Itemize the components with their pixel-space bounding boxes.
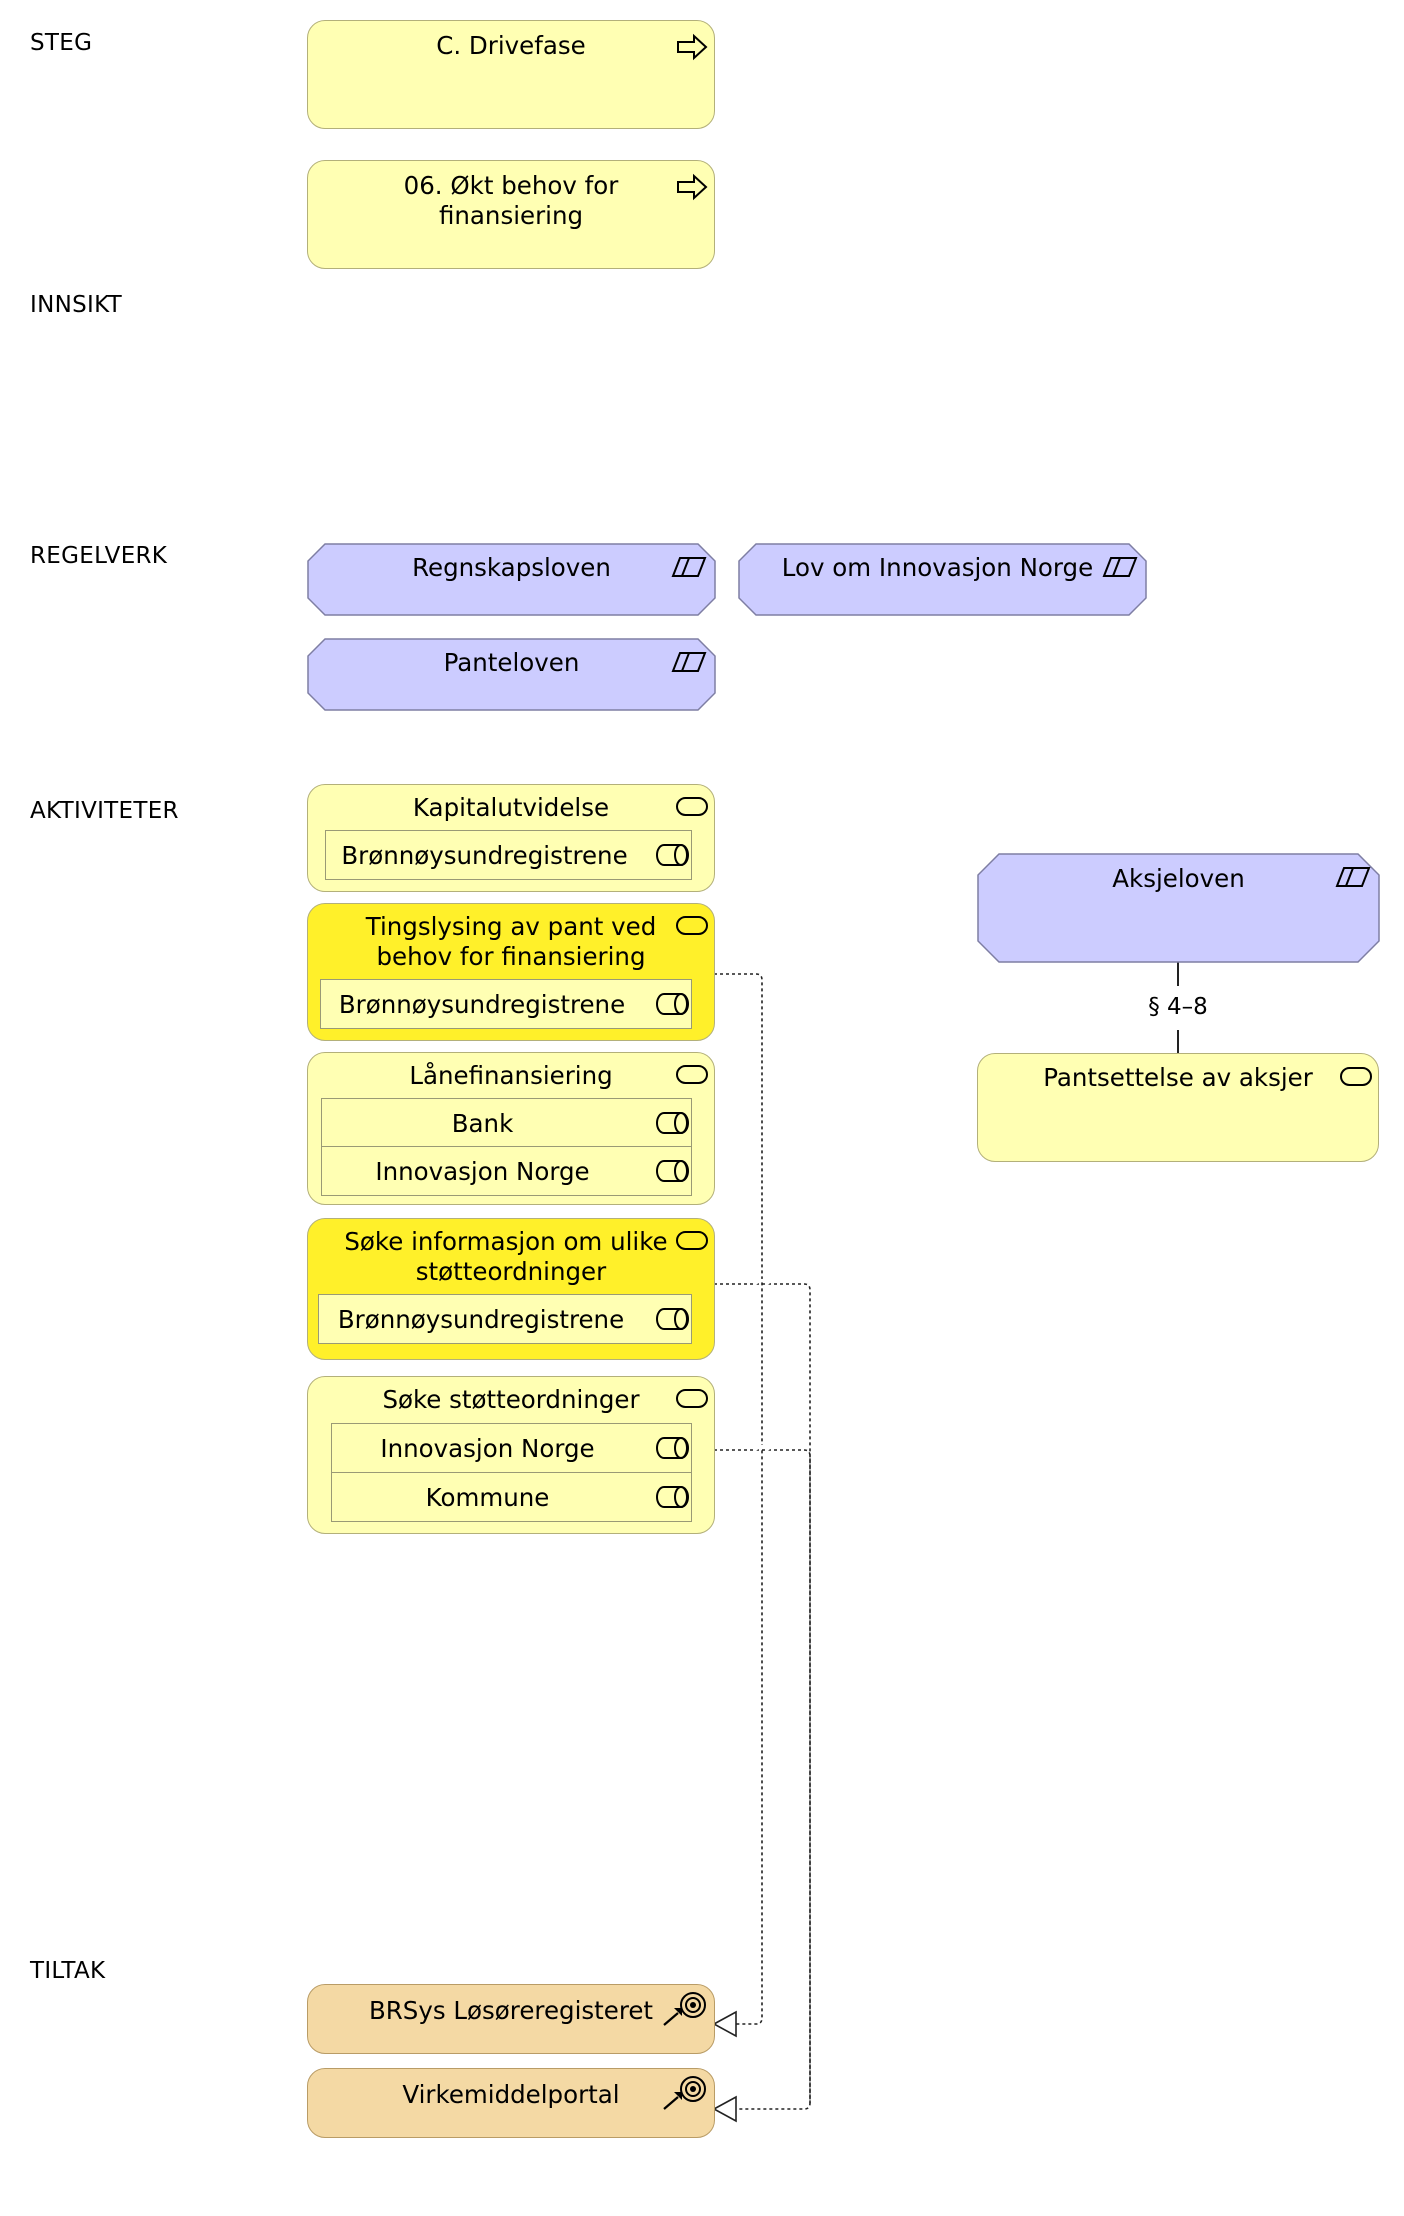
representation-icon bbox=[1102, 557, 1138, 577]
service-icon bbox=[676, 1065, 708, 1084]
role-icon bbox=[656, 844, 689, 866]
law-label: Aksjeloven bbox=[1112, 864, 1245, 893]
actor-role-label: Brønnøysundregistrene bbox=[337, 1304, 625, 1334]
actor-role-row[interactable]: Innovasjon Norge bbox=[331, 1423, 692, 1473]
measure-virkemiddelportal[interactable]: Virkemiddelportal bbox=[307, 2068, 715, 2138]
arrowhead-brsys bbox=[712, 2010, 737, 2038]
role-icon bbox=[656, 1160, 689, 1182]
law-regnskapsloven[interactable]: Regnskapsloven bbox=[307, 543, 716, 616]
actor-role-row[interactable]: Bank bbox=[321, 1098, 692, 1148]
activity-soke-stotteordninger[interactable]: Søke støtteordninger Innovasjon Norge Ko… bbox=[307, 1376, 715, 1534]
activity-title-line2: støtteordninger bbox=[415, 1257, 607, 1286]
actor-role-row[interactable]: Brønnøysundregistrene bbox=[325, 830, 692, 880]
lane-label-regelverk: REGELVERK bbox=[30, 543, 168, 569]
law-shape bbox=[307, 638, 716, 711]
law-shape bbox=[307, 543, 716, 616]
activity-tingslysing[interactable]: Tingslysing av pant ved behov for finans… bbox=[307, 903, 715, 1041]
activity-soke-informasjon[interactable]: Søke informasjon om ulike støtteordninge… bbox=[307, 1218, 715, 1360]
activity-kapitalutvidelse[interactable]: Kapitalutvidelse Brønnøysundregistrene bbox=[307, 784, 715, 892]
representation-icon bbox=[671, 557, 707, 577]
service-icon bbox=[676, 1231, 708, 1250]
role-icon bbox=[656, 1437, 689, 1459]
lane-label-tiltak: TILTAK bbox=[30, 1958, 106, 1984]
actor-role-label: Brønnøysundregistrene bbox=[338, 989, 626, 1019]
actor-role-label: Kommune bbox=[425, 1482, 550, 1512]
role-icon bbox=[656, 1308, 689, 1330]
role-icon bbox=[656, 993, 689, 1015]
activity-title: Pantsettelse av aksjer bbox=[1043, 1063, 1313, 1092]
role-icon bbox=[656, 1112, 689, 1134]
law-innovasjon-norge[interactable]: Lov om Innovasjon Norge bbox=[738, 543, 1147, 616]
law-label: Lov om Innovasjon Norge bbox=[781, 553, 1094, 582]
activity-title-line1: Tingslysing av pant ved bbox=[365, 912, 657, 941]
actor-role-label: Brønnøysundregistrene bbox=[341, 840, 628, 870]
actor-role-row[interactable]: Kommune bbox=[331, 1472, 692, 1522]
connector-tingslysing-brsys bbox=[714, 973, 763, 2025]
connector-sokeinfo-virkemiddel bbox=[714, 1283, 811, 2110]
law-label: Regnskapsloven bbox=[412, 553, 611, 582]
service-icon bbox=[1340, 1067, 1372, 1086]
step-phase-box[interactable]: C. Drivefase bbox=[307, 20, 715, 129]
step-box[interactable]: 06. Økt behov for finansiering bbox=[307, 160, 715, 269]
actor-role-label: Innovasjon Norge bbox=[380, 1433, 595, 1463]
lane-label-steg: STEG bbox=[30, 30, 93, 56]
arrowhead-virkemiddel bbox=[712, 2095, 737, 2123]
measure-label: Virkemiddelportal bbox=[402, 2080, 620, 2109]
goal-target-icon bbox=[663, 1992, 706, 2026]
activity-title: Kapitalutvidelse bbox=[412, 793, 610, 822]
process-arrow-icon bbox=[677, 33, 708, 61]
connector-jump-1 bbox=[753, 1279, 771, 1286]
activity-title: Søke støtteordninger bbox=[382, 1385, 640, 1414]
measure-brsys[interactable]: BRSys Løsøreregisteret bbox=[307, 1984, 715, 2054]
actor-role-row[interactable]: Brønnøysundregistrene bbox=[318, 1294, 692, 1344]
lane-label-innsikt: INNSIKT bbox=[30, 292, 123, 318]
measure-label: BRSys Løsøreregisteret bbox=[368, 1996, 654, 2025]
activity-title: Lånefinansiering bbox=[409, 1061, 613, 1090]
activity-lanefinansiering[interactable]: Lånefinansiering Bank Innovasjon Norge bbox=[307, 1052, 715, 1205]
law-aksjeloven[interactable]: Aksjeloven bbox=[977, 853, 1380, 963]
actor-role-row[interactable]: Brønnøysundregistrene bbox=[320, 979, 692, 1029]
service-icon bbox=[676, 797, 708, 816]
law-shape bbox=[977, 853, 1380, 963]
step-label-line2: finansiering bbox=[438, 201, 584, 230]
law-shape bbox=[738, 543, 1147, 616]
activity-pantsettelse-av-aksjer[interactable]: Pantsettelse av aksjer bbox=[977, 1053, 1379, 1162]
actor-role-label: Bank bbox=[451, 1108, 514, 1138]
goal-target-icon bbox=[663, 2076, 706, 2110]
actor-role-row[interactable]: Innovasjon Norge bbox=[321, 1146, 692, 1196]
activity-title-line2: behov for finansiering bbox=[376, 942, 646, 971]
step-phase-label: C. Drivefase bbox=[436, 31, 586, 60]
law-label: Panteloven bbox=[443, 648, 580, 677]
service-icon bbox=[676, 916, 708, 935]
relation-label: § 4–8 bbox=[1128, 994, 1228, 1020]
process-arrow-icon bbox=[677, 173, 708, 201]
representation-icon bbox=[671, 652, 707, 672]
step-label-line1: 06. Økt behov for bbox=[403, 171, 619, 200]
representation-icon bbox=[1335, 867, 1371, 887]
actor-role-label: Innovasjon Norge bbox=[375, 1156, 590, 1186]
service-icon bbox=[676, 1389, 708, 1408]
activity-title-line1: Søke informasjon om ulike bbox=[344, 1227, 668, 1256]
law-panteloven[interactable]: Panteloven bbox=[307, 638, 716, 711]
lane-label-aktiviteter: AKTIVITETER bbox=[30, 798, 179, 824]
connector-sokestotte-virkemiddel bbox=[714, 1449, 811, 2103]
connector-jump-2 bbox=[753, 1445, 771, 1452]
role-icon bbox=[656, 1486, 689, 1508]
